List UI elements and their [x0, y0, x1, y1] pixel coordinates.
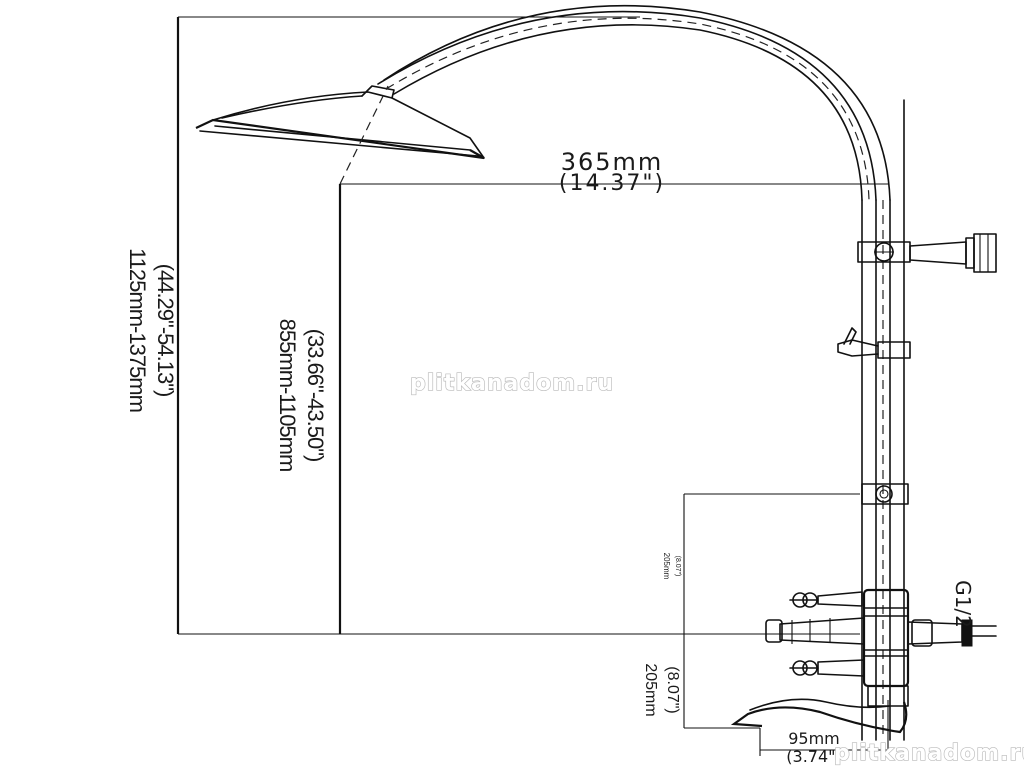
head-height-mm-label: 855mm-1105mm — [275, 319, 300, 472]
hot-tap — [789, 591, 863, 608]
shower-head — [195, 85, 485, 185]
watermark-center: plitkanadom.ru — [410, 371, 614, 396]
central-diverter-knob — [765, 617, 865, 645]
reach-in-label: (14.37") — [559, 171, 665, 196]
wall-bracket — [837, 327, 911, 359]
cold-tap — [789, 659, 865, 677]
diverter-valve — [857, 233, 997, 273]
watermark-corner: plitkanadom.ru — [834, 741, 1024, 766]
slider-in-label: (8.07") — [674, 556, 681, 577]
total-height-mm-label: 1125mm-1375mm — [125, 248, 150, 412]
dimension-lines — [176, 16, 889, 756]
reach-mm-label: 365mm — [561, 148, 664, 176]
wall-connector — [907, 619, 997, 647]
spout-reach-mm-label: 95mm — [788, 729, 840, 748]
spout-height-in-label: (8.07") — [664, 666, 681, 713]
dimension-labels: 365mm (14.37") 1125mm-1375mm (44.29"-54.… — [125, 148, 975, 766]
slider-mm-label: 205mm — [662, 553, 671, 580]
head-height-in-label: (33.66"-43.50") — [303, 329, 328, 462]
mixer-body — [765, 588, 997, 707]
spout-reach-in-label: (3.74") — [786, 747, 841, 766]
total-height-in-label: (44.29"-54.13") — [153, 264, 178, 397]
thread-label: G1/2 — [951, 580, 975, 628]
gooseneck-arm — [377, 4, 891, 201]
spout-height-mm-label: 205mm — [642, 663, 659, 716]
watermarks: plitkanadom.ru plitkanadom.ru — [409, 370, 1024, 766]
bath-spout — [730, 698, 908, 734]
slider-coupling — [861, 483, 909, 505]
